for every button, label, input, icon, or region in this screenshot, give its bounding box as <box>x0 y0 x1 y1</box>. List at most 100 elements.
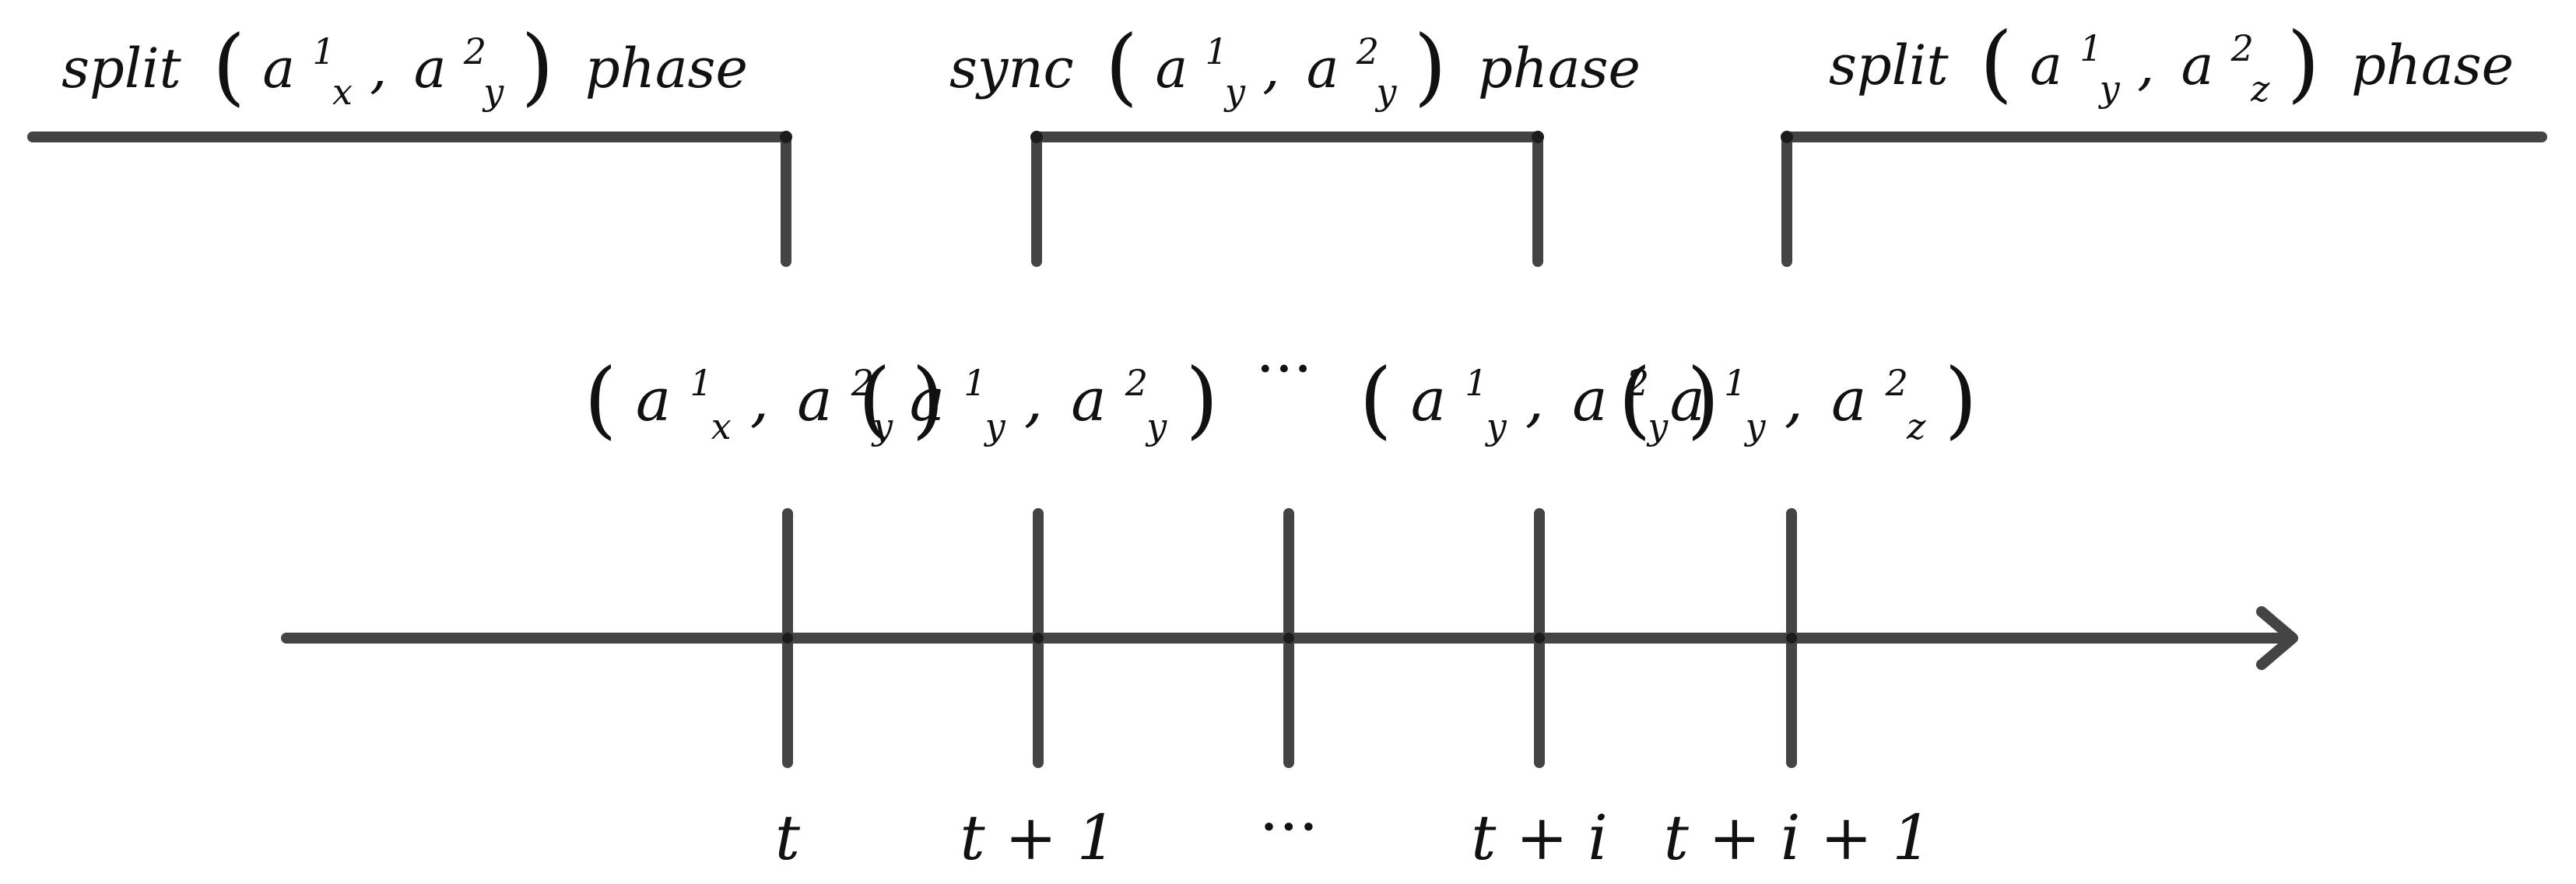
split-phase-2-corner <box>1781 131 1793 143</box>
superscript: 1 <box>963 362 986 404</box>
variable: a <box>2030 33 2062 97</box>
time-label-ti: t + i <box>1471 802 1608 874</box>
open-paren: ( <box>1980 15 2013 112</box>
subscript: x <box>711 405 732 447</box>
comma: , <box>1785 365 1803 434</box>
tick-ti-cross <box>1534 633 1545 644</box>
subscript: y <box>1374 71 1397 113</box>
variable: a <box>1071 365 1106 434</box>
variable: a <box>262 37 295 100</box>
phase-suffix: phase <box>1478 37 1641 100</box>
open-paren: ( <box>858 351 890 448</box>
superscript: 2 <box>1125 362 1148 404</box>
variable: a <box>636 365 671 434</box>
open-paren: ( <box>212 18 245 115</box>
subscript: y <box>1223 71 1246 113</box>
superscript: 1 <box>312 30 335 72</box>
sync-phase-bracket <box>1031 132 1543 267</box>
comma: , <box>750 365 769 434</box>
sync-phase-corner-right <box>1532 131 1544 143</box>
variable: a <box>2181 33 2214 97</box>
superscript: 2 <box>2230 27 2254 69</box>
close-paren: ) <box>1686 351 1719 448</box>
subscript: x <box>332 71 353 113</box>
close-paren: ) <box>1414 18 1447 115</box>
phase-label-sync: sync ( a 1 y , a 2 y ) phase <box>949 13 1641 118</box>
superscript: 1 <box>690 362 712 404</box>
time-label-t: t <box>775 802 801 874</box>
variable: a <box>1831 365 1866 434</box>
split-phase-2-bracket <box>1781 132 2547 267</box>
subscript: y <box>1744 405 1767 447</box>
comma: , <box>370 37 387 100</box>
variable: a <box>1307 37 1339 100</box>
time-label-ellipsis: ··· <box>1259 791 1318 863</box>
close-paren: ) <box>1944 351 1977 448</box>
subscript: y <box>871 405 893 447</box>
variable: a <box>1155 37 1188 100</box>
tick-ellipsis-cross <box>1283 633 1294 644</box>
superscript: 2 <box>851 362 874 404</box>
subscript: y <box>1646 405 1669 447</box>
phase-word: split <box>1829 33 1950 97</box>
state-pair-ellipsis: ··· <box>1256 334 1312 403</box>
subscript: y <box>984 405 1006 447</box>
subscript: y <box>1485 405 1507 447</box>
tick-ti1-cross <box>1786 633 1797 644</box>
tick-t-cross <box>782 633 793 644</box>
time-label-t1: t + 1 <box>960 802 1117 874</box>
phase-word: split <box>61 37 182 100</box>
comma: , <box>1262 37 1279 100</box>
phase-suffix: phase <box>2351 33 2514 97</box>
phase-brackets <box>27 131 2547 267</box>
open-paren: ( <box>1359 351 1392 448</box>
state-pair-t: ( a 1 x , a 2 y ) <box>584 340 945 453</box>
comma: , <box>2137 33 2154 97</box>
superscript: 1 <box>1465 362 1487 404</box>
subscript: z <box>1906 405 1926 447</box>
subscript: z <box>2250 68 2270 110</box>
comma: , <box>1024 365 1043 434</box>
phase-labels: split ( a 1 x , a 2 y ) phase sync ( a 1… <box>61 10 2514 118</box>
close-paren: ) <box>911 351 944 448</box>
split-phase-1-bracket <box>27 132 791 267</box>
state-pair-ti1: ( a 1 y , a 2 z ) <box>1618 340 1977 453</box>
comma: , <box>1525 365 1544 434</box>
superscript: 1 <box>1205 30 1227 72</box>
split-phase-1-corner <box>780 131 792 143</box>
close-paren: ) <box>1185 351 1218 448</box>
open-paren: ( <box>584 351 617 448</box>
superscript: 2 <box>463 30 486 72</box>
close-paren: ) <box>521 18 554 115</box>
superscript: 2 <box>1626 362 1649 404</box>
superscript: 2 <box>1356 30 1379 72</box>
subscript: y <box>2098 68 2121 110</box>
time-label-ti1: t + i + 1 <box>1664 802 1932 874</box>
state-pair-ti: ( a 1 y , a 2 y ) <box>1359 340 1719 453</box>
phase-word: sync <box>949 37 1074 100</box>
phase-label-split-1: split ( a 1 x , a 2 y ) phase <box>61 13 748 118</box>
phase-suffix: phase <box>585 37 748 100</box>
superscript: 2 <box>1885 362 1908 404</box>
tick-t1-cross <box>1033 633 1044 644</box>
phase-label-split-2: split ( a 1 y , a 2 z ) phase <box>1829 10 2514 114</box>
superscript: 1 <box>1724 362 1746 404</box>
variable: a <box>910 365 945 434</box>
variable: a <box>1670 365 1705 434</box>
time-labels: t t + 1 ··· t + i t + i + 1 <box>775 791 1932 874</box>
subscript: y <box>482 71 504 113</box>
timeline-ticks <box>782 508 1797 768</box>
state-pair-t1: ( a 1 y , a 2 y ) <box>858 340 1218 453</box>
time-axis-arrowhead <box>2256 606 2298 670</box>
variable: a <box>414 37 447 100</box>
variable: a <box>1411 365 1446 434</box>
superscript: 1 <box>2079 27 2102 69</box>
subscript: y <box>1145 405 1167 447</box>
sync-phase-corner-left <box>1030 131 1043 143</box>
open-paren: ( <box>1618 351 1651 448</box>
open-paren: ( <box>1105 18 1138 115</box>
variable: a <box>1572 365 1607 434</box>
state-pair-labels: ( a 1 x , a 2 y ) ( a 1 y , a 2 y ) ··· … <box>584 334 1978 453</box>
variable: a <box>797 365 832 434</box>
